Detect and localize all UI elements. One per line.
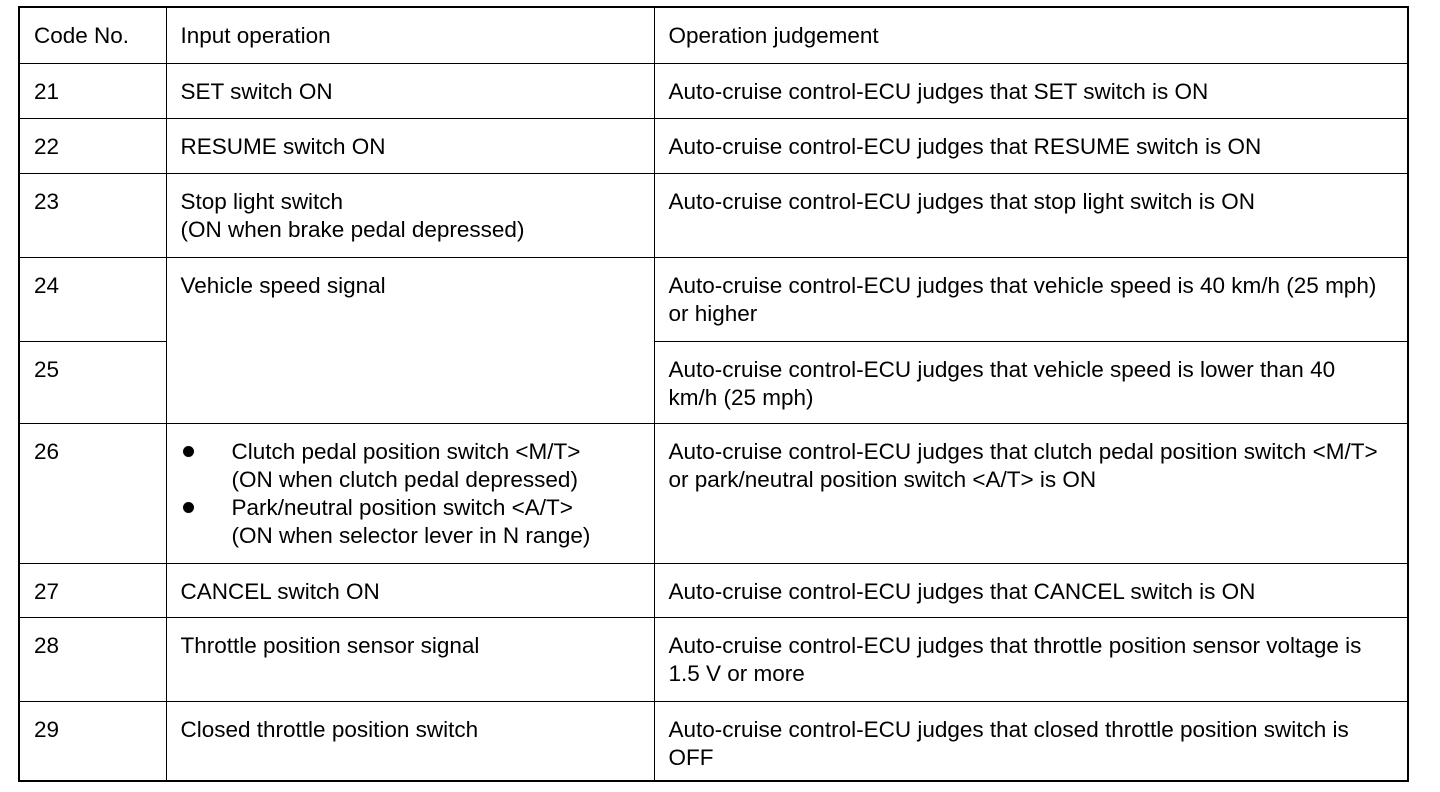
table-row: 23 Stop light switch (ON when brake peda… xyxy=(18,172,1409,258)
code-cell: 23 xyxy=(18,172,167,258)
table-row: 28 Throttle position sensor signal Auto-… xyxy=(18,616,1409,702)
judgement-cell: Auto-cruise control-ECU judges that SET … xyxy=(653,62,1409,119)
table-row: 21 SET switch ON Auto-cruise control-ECU… xyxy=(18,62,1409,119)
header-input-operation: Input operation xyxy=(165,6,655,64)
code-cell: 22 xyxy=(18,117,167,174)
table-row: 29 Closed throttle position switch Auto-… xyxy=(18,700,1409,782)
header-operation-judgement: Operation judgement xyxy=(653,6,1409,64)
table-row: 22 RESUME switch ON Auto-cruise control-… xyxy=(18,117,1409,174)
list-item: Park/neutral position switch <A/T> (ON w… xyxy=(181,494,644,550)
bullet-list: Clutch pedal position switch <M/T> (ON w… xyxy=(181,438,644,550)
code-cell: 24 xyxy=(18,256,167,342)
judgement-cell: Auto-cruise control-ECU judges that clos… xyxy=(653,700,1409,782)
table-row: 25 Auto-cruise control-ECU judges that v… xyxy=(18,340,1409,424)
code-cell: 27 xyxy=(18,562,167,618)
input-cell: Clutch pedal position switch <M/T> (ON w… xyxy=(165,422,655,564)
judgement-cell: Auto-cruise control-ECU judges that clut… xyxy=(653,422,1409,564)
bullet-line: Park/neutral position switch <A/T> xyxy=(231,494,573,520)
input-cell: Closed throttle position switch xyxy=(165,700,655,782)
input-cell: CANCEL switch ON xyxy=(165,562,655,618)
code-cell: 25 xyxy=(18,340,167,424)
code-cell: 28 xyxy=(18,616,167,702)
input-line: Stop light switch xyxy=(180,188,344,214)
input-cell: Throttle position sensor signal xyxy=(165,616,655,702)
code-cell: 26 xyxy=(18,422,167,564)
judgement-cell: Auto-cruise control-ECU judges that CANC… xyxy=(653,562,1409,618)
list-item: Clutch pedal position switch <M/T> (ON w… xyxy=(181,438,644,494)
bullet-line: Clutch pedal position switch <M/T> xyxy=(231,438,581,464)
judgement-cell: Auto-cruise control-ECU judges that vehi… xyxy=(653,340,1409,424)
header-code: Code No. xyxy=(18,6,167,64)
input-cell: Vehicle speed signal xyxy=(165,256,655,424)
input-line: (ON when brake pedal depressed) xyxy=(180,216,525,242)
table-row: 26 Clutch pedal position switch <M/T> (O… xyxy=(18,422,1409,564)
header-row: Code No. Input operation Operation judge… xyxy=(18,6,1409,64)
bullet-line: (ON when clutch pedal depressed) xyxy=(231,466,578,492)
table-row: 24 Vehicle speed signal Auto-cruise cont… xyxy=(18,256,1409,424)
bullet-line: (ON when selector lever in N range) xyxy=(231,522,591,548)
judgement-cell: Auto-cruise control-ECU judges that vehi… xyxy=(653,256,1409,342)
diagnosis-code-table: Code No. Input operation Operation judge… xyxy=(18,6,1409,782)
judgement-cell: Auto-cruise control-ECU judges that RESU… xyxy=(653,117,1409,174)
code-cell: 21 xyxy=(18,62,167,119)
table-row: 27 CANCEL switch ON Auto-cruise control-… xyxy=(18,562,1409,618)
input-cell: SET switch ON xyxy=(165,62,655,119)
judgement-cell: Auto-cruise control-ECU judges that stop… xyxy=(653,172,1409,258)
code-cell: 29 xyxy=(18,700,167,782)
input-cell: RESUME switch ON xyxy=(165,117,655,174)
judgement-cell: Auto-cruise control-ECU judges that thro… xyxy=(653,616,1409,702)
input-cell: Stop light switch (ON when brake pedal d… xyxy=(165,172,655,258)
